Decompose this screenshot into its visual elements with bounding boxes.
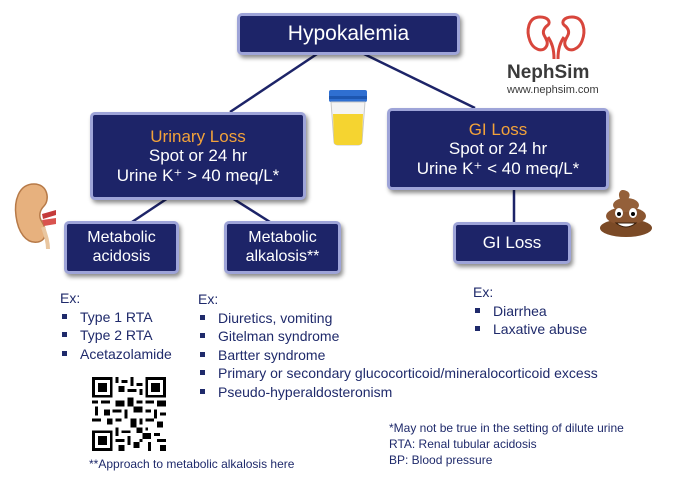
alkalosis-line1: Metabolic [248, 229, 317, 247]
acidosis-line1: Metabolic [87, 229, 156, 247]
list-item: Gitelman syndrome [198, 327, 598, 346]
list-item: Acetazolamide [60, 345, 172, 364]
gi-examples-heading: Ex: [473, 284, 494, 300]
gi-loss-heading: GI Loss [468, 119, 528, 139]
acidosis-examples-heading: Ex: [60, 290, 81, 306]
gi-loss-line2: Urine K⁺ < 40 meq/L* [416, 158, 580, 178]
gi-loss-summary-box: GI Loss Spot or 24 hr Urine K⁺ < 40 meq/… [387, 108, 609, 190]
footnote: BP: Blood pressure [389, 453, 493, 467]
list-item: Bartter syndrome [198, 346, 598, 365]
footnote: RTA: Renal tubular acidosis [389, 437, 537, 451]
hypokalemia-title: Hypokalemia [287, 21, 410, 45]
alkalosis-examples-heading: Ex: [198, 291, 219, 307]
urinary-loss-line1: Spot or 24 hr [148, 146, 248, 166]
gi-loss-box: GI Loss [453, 222, 571, 264]
urinary-loss-box: Urinary Loss Spot or 24 hr Urine K⁺ > 40… [90, 112, 306, 200]
poop-emoji-icon [600, 190, 652, 237]
metabolic-acidosis-box: Metabolic acidosis [64, 221, 179, 274]
list-item: Laxative abuse [473, 320, 587, 339]
qr-caption: **Approach to metabolic alkalosis here [89, 457, 295, 471]
urinary-loss-heading: Urinary Loss [150, 126, 246, 146]
footnotes: *May not be true in the setting of dilut… [389, 420, 624, 468]
urine-cup-icon [329, 90, 367, 146]
brand-name: NephSim [507, 62, 590, 83]
list-item: Primary or secondary glucocorticoid/mine… [198, 364, 598, 383]
gi-examples: Ex: Diarrhea Laxative abuse [473, 283, 587, 339]
nephsim-logo-icon [526, 15, 586, 60]
urinary-loss-line2: Urine K⁺ > 40 meq/L* [116, 165, 280, 185]
alkalosis-examples: Ex: Diuretics, vomiting Gitelman syndrom… [198, 290, 598, 401]
acidosis-line2: acidosis [92, 247, 151, 265]
list-item: Type 2 RTA [60, 326, 172, 345]
alkalosis-line2: alkalosis** [245, 247, 320, 265]
list-item: Diarrhea [473, 302, 587, 321]
brand-url: www.nephsim.com [507, 84, 599, 96]
gi-loss-label: GI Loss [482, 233, 542, 253]
kidney-icon [14, 183, 56, 250]
gi-loss-line1: Spot or 24 hr [448, 139, 548, 159]
qr-code [92, 377, 166, 451]
acidosis-examples: Ex: Type 1 RTA Type 2 RTA Acetazolamide [60, 289, 172, 363]
list-item: Pseudo-hyperaldosteronism [198, 383, 598, 402]
list-item: Type 1 RTA [60, 308, 172, 327]
metabolic-alkalosis-box: Metabolic alkalosis** [224, 221, 341, 274]
list-item: Diuretics, vomiting [198, 309, 598, 328]
footnote: *May not be true in the setting of dilut… [389, 421, 624, 435]
hypokalemia-box: Hypokalemia [237, 13, 460, 55]
